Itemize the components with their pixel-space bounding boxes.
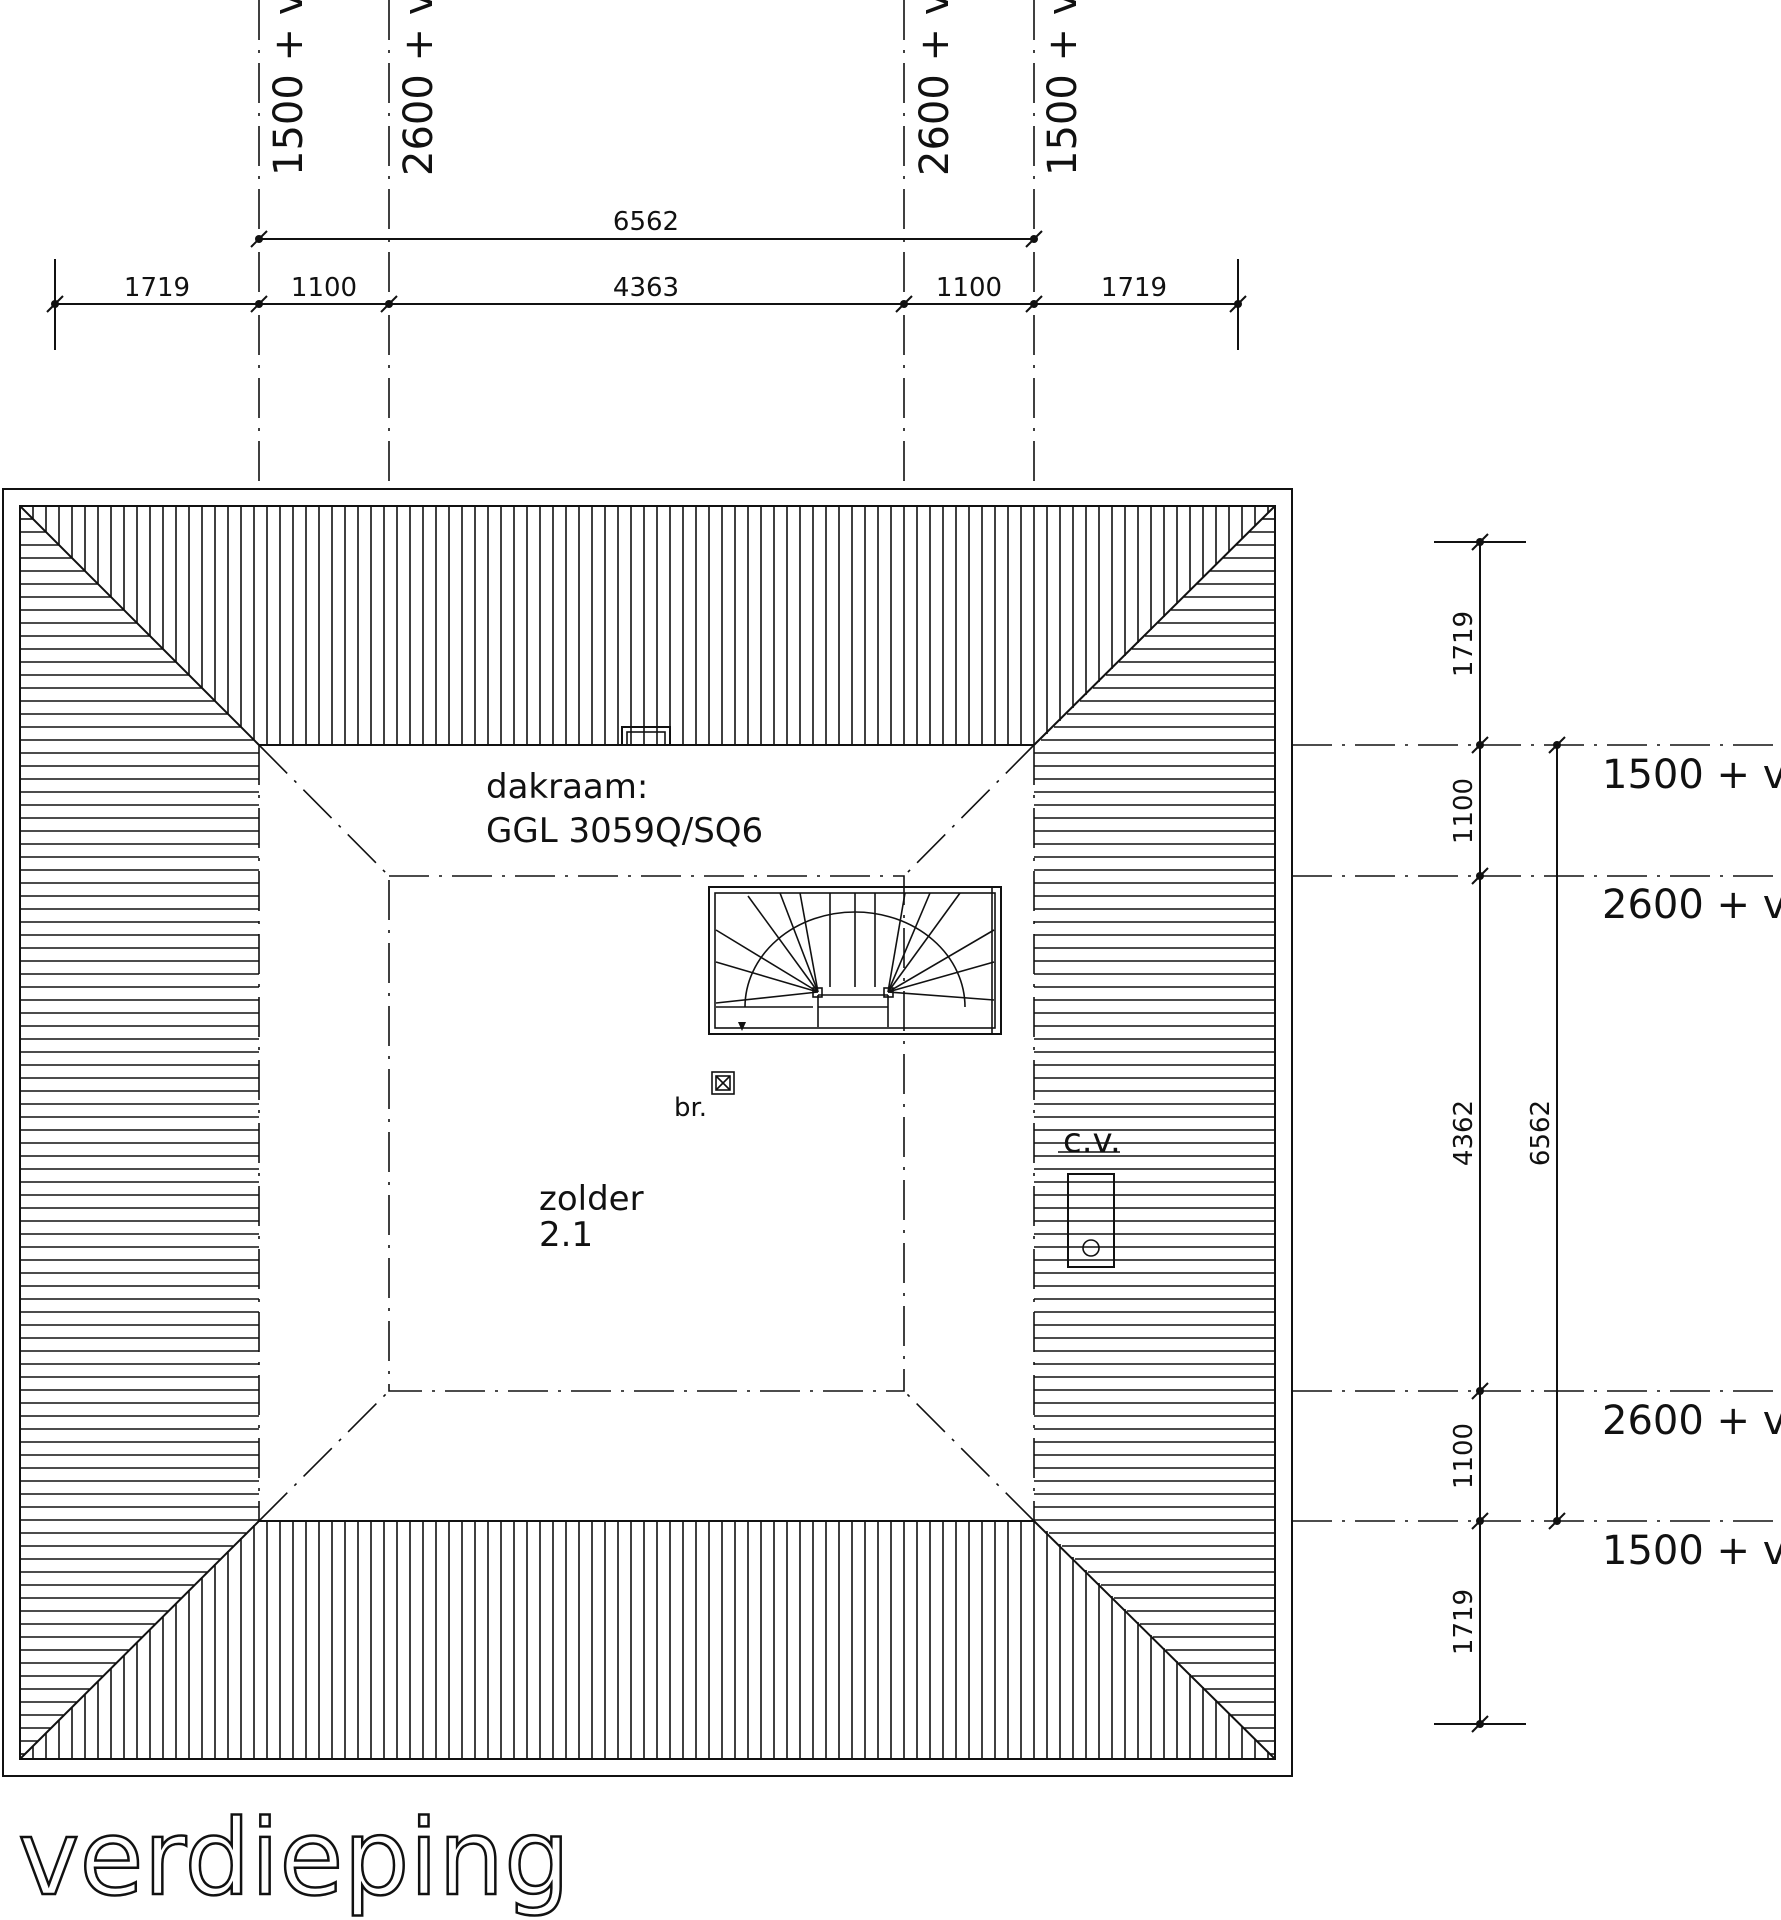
drawing-title: verdieping xyxy=(18,1797,570,1919)
right-height-4: 1500 + vl. xyxy=(1602,1528,1781,1574)
boiler-label: c.v. xyxy=(1063,1121,1121,1161)
top-dimension-1: 1719 xyxy=(124,273,190,303)
roof-edge xyxy=(19,505,1276,1760)
skylight-label: dakraam: xyxy=(486,767,648,807)
height-lines xyxy=(258,744,1035,1522)
roof-hatching xyxy=(20,506,1275,1759)
smoke-detector-icon xyxy=(711,1071,735,1095)
top-overall-dimension: 6562 xyxy=(613,207,679,237)
top-height-4: 1500 + vl. xyxy=(1040,0,1086,176)
right-dimension-5: 1719 xyxy=(1449,1589,1479,1655)
right-overall-dimension: 6562 xyxy=(1526,1100,1556,1166)
top-dimension-4: 1100 xyxy=(936,273,1002,303)
boiler-icon xyxy=(1058,1151,1120,1268)
top-height-3: 2600 + vl. xyxy=(912,0,958,176)
right-dimension-2: 1100 xyxy=(1449,778,1479,844)
top-height-1: 1500 + vl. xyxy=(266,0,312,176)
room-number: 2.1 xyxy=(539,1215,593,1255)
top-dimension-2: 1100 xyxy=(291,273,357,303)
right-height-3: 2600 + vl. xyxy=(1602,1398,1781,1444)
top-dimension-5: 1719 xyxy=(1101,273,1167,303)
right-dimension-4: 1100 xyxy=(1449,1423,1479,1489)
top-dimensions xyxy=(46,0,1247,489)
staircase xyxy=(708,886,1002,1035)
right-dimensions xyxy=(1292,533,1781,1733)
right-height-1: 1500 + vl. xyxy=(1602,752,1781,798)
right-dimension-1: 1719 xyxy=(1449,611,1479,677)
room-name: zolder xyxy=(539,1179,644,1219)
right-dimension-3: 4362 xyxy=(1449,1100,1479,1166)
hip-lines xyxy=(19,505,1276,1760)
top-height-2: 2600 + vl. xyxy=(396,0,442,176)
skylight-type: GGL 3059Q/SQ6 xyxy=(486,811,763,851)
smoke-detector-label: br. xyxy=(674,1093,707,1123)
right-height-2: 2600 + vl. xyxy=(1602,882,1781,928)
top-dimension-3: 4363 xyxy=(613,273,679,303)
skylight xyxy=(621,726,671,746)
outer-wall xyxy=(2,488,1293,1777)
